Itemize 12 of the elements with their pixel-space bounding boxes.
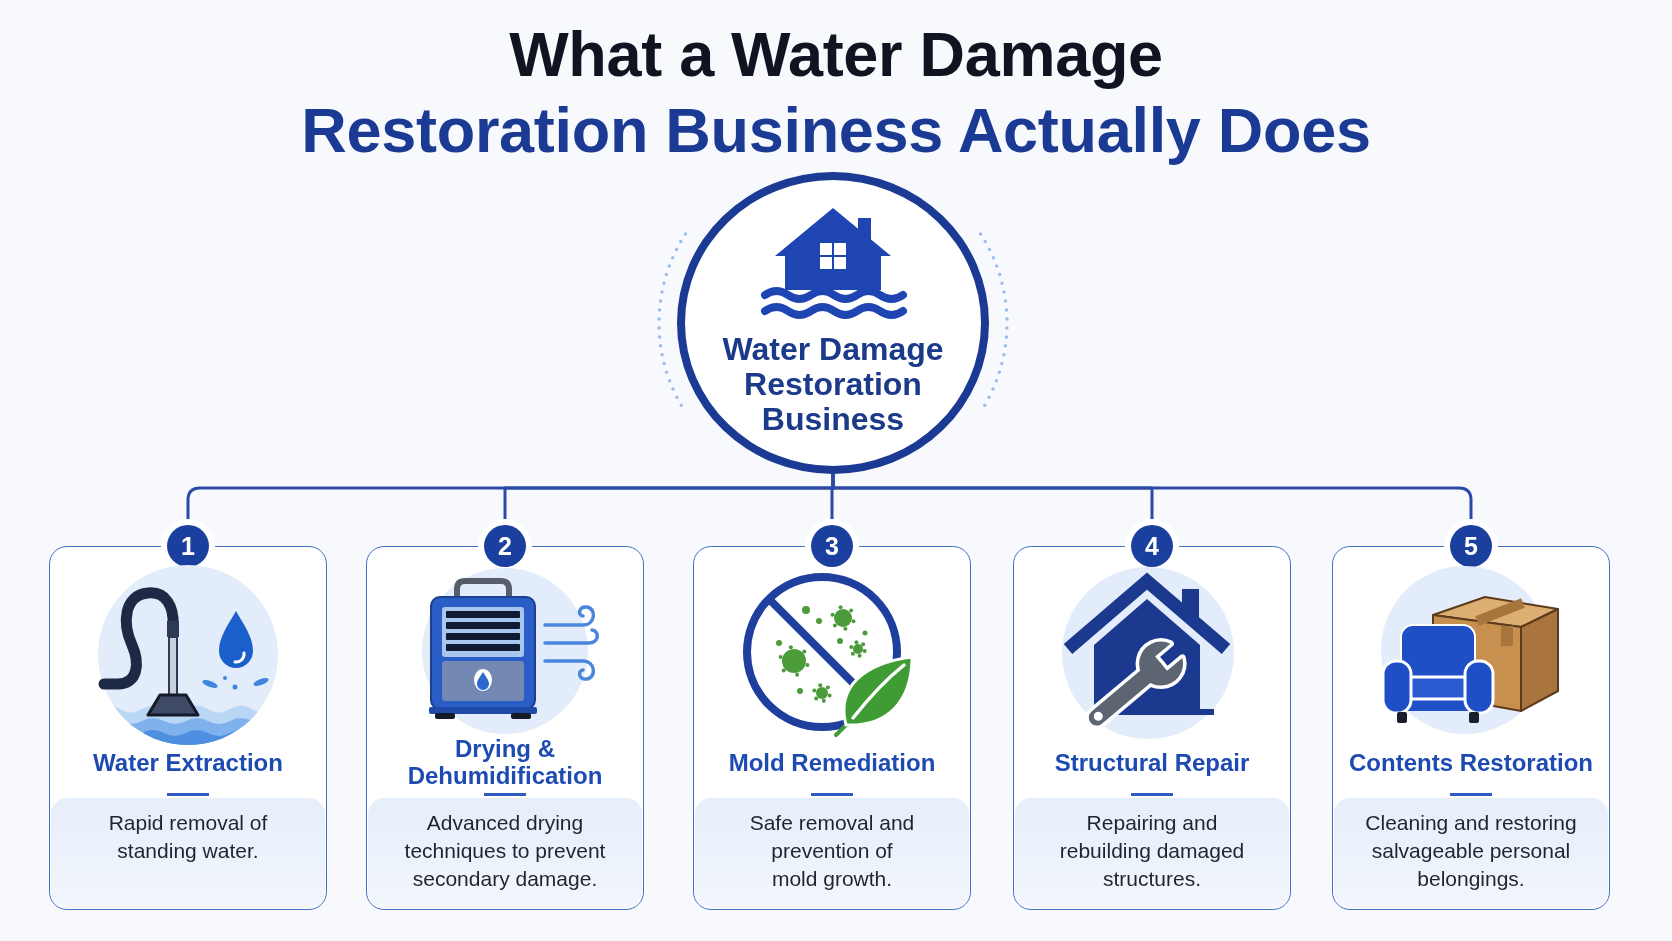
service-description: Rapid removal of standing water. (107, 810, 269, 864)
service-title: Mold Remediation (728, 748, 936, 776)
service-description: Safe removal and prevention of mold growth. (748, 810, 916, 892)
hub-title: Water Damage Restoration Business (721, 332, 945, 437)
service-description: Advanced drying techniques to prevent secondary damage. (403, 810, 607, 892)
title-heading: What a Water Damage Restoration Business Actually Does (301, 18, 1371, 167)
service-title: Drying & Dehumidification (406, 735, 604, 789)
service-title: Water Extraction (93, 748, 283, 776)
service-description: Repairing and rebuilding damaged structures. (1058, 810, 1246, 892)
service-title: Contents Restoration (1349, 748, 1593, 776)
service-description: Cleaning and restoring salvageable personal belongings. (1364, 810, 1578, 892)
service-title: Structural Repair (1054, 748, 1250, 776)
